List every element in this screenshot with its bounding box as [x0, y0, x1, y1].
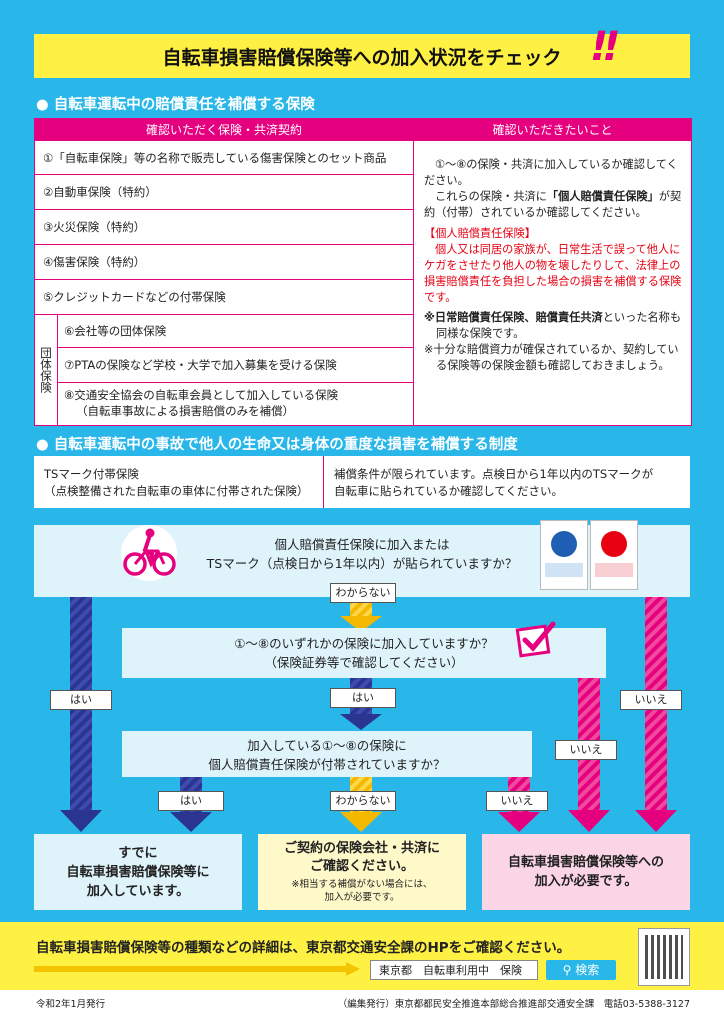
group-insurance-label: 団体保険: [35, 314, 58, 425]
footer-arrow-icon: [34, 962, 360, 976]
note-4: ※十分な賠償資力が確保されているか、契約している保険等の保険金額も確認しておきま…: [424, 343, 679, 372]
col1-header: 確認いただく保険・共済契約: [35, 119, 413, 141]
publisher: （編集発行）東京都都民安全推進本部総合推進部交通安全課 電話03-5388-31…: [337, 999, 690, 1010]
table-row: ⑤クレジットカードなどの付帯保険: [35, 280, 413, 315]
table-row: ⑦PTAの保険など学校・大学で加入募集を受ける保険: [58, 348, 413, 383]
table-row: ⑧交通安全協会の自転車会員として加入している保険 （自転車事故による損害賠償のみ…: [64, 388, 339, 418]
search-button[interactable]: ⚲ 検索: [546, 960, 616, 980]
ts-left-line1: TSマーク付帯保険: [44, 467, 139, 481]
note-2: これらの保険・共済に「個人賠償責任保険」が契約（付帯）されているか確認してくださ…: [424, 190, 682, 219]
section2-heading: ● 自転車運転中の事故で他人の生命又は身体の重度な損害を補償する制度: [36, 437, 518, 453]
note-1: ①～⑧の保険・共済に加入しているか確認してください。: [424, 158, 678, 187]
table-row: ③火災保険（特約）: [35, 210, 413, 245]
ts-mark-red-icon: [590, 520, 638, 590]
result-must-enroll: 自転車損害賠償保険等への 加入が必要です。: [482, 834, 690, 910]
col2-header: 確認いただきたいこと: [414, 119, 691, 141]
search-icon: ⚲: [562, 963, 572, 977]
definition-heading: 【個人賠償責任保険】: [424, 227, 536, 240]
result-confirm-with-insurer: ご契約の保険会社・共済に ご確認ください。 ※相当する補償がない場合には、 加入…: [258, 834, 466, 910]
table-row: ②自動車保険（特約）: [35, 175, 413, 210]
no-label-2: いいえ: [555, 740, 617, 760]
bicycle-icon: [121, 525, 177, 581]
yes-label-1: はい: [50, 690, 112, 710]
ts-mark-row: TSマーク付帯保険 （点検整備された自転車の車体に付帯された保険） 補償条件が限…: [34, 456, 690, 508]
footer-banner: 自転車損害賠償保険等の種類などの詳細は、東京都交通安全課のHPをご確認ください。…: [0, 922, 724, 990]
ts-left-line2: （点検整備された自転車の車体に付帯された保険）: [44, 484, 309, 498]
search-input[interactable]: 東京都 自転車利用中 保険: [370, 960, 538, 980]
unknown-label-3: わからない: [330, 791, 396, 811]
insurance-table: 確認いただく保険・共済契約 ①「自転車保険」等の名称で販売している傷害保険とのセ…: [34, 118, 692, 426]
no-label-3: いいえ: [486, 791, 548, 811]
result-already-insured: すでに 自転車損害賠償保険等に 加入しています。: [34, 834, 242, 910]
question-3: 加入している①～⑧の保険に 個人賠償責任保険が付帯されていますか？: [122, 731, 532, 777]
yes-label-3: はい: [158, 791, 224, 811]
footer-text: 自転車損害賠償保険等の種類などの詳細は、東京都交通安全課のHPをご確認ください。: [36, 940, 571, 956]
unknown-label-1: わからない: [330, 583, 396, 603]
ts-right-line2: 自転車に貼られているか確認してください。: [334, 484, 563, 498]
ts-mark-blue-icon: [540, 520, 588, 590]
qr-code-icon: [638, 928, 690, 986]
table-row: ①「自転車保険」等の名称で販売している傷害保険とのセット商品: [35, 141, 413, 175]
table-row: ⑥会社等の団体保険: [58, 314, 413, 348]
table-row: ④傷害保険（特約）: [35, 245, 413, 280]
exclamation-marks: !!: [590, 24, 621, 70]
no-label-1: いいえ: [620, 690, 682, 710]
section1-heading: ● 自転車運転中の賠償責任を補償する保険: [36, 97, 315, 113]
issue-date: 令和2年1月発行: [36, 999, 106, 1010]
definition-body: 個人又は同居の家族が、日常生活で誤って他人にケガをさせたり他人の物を壊したりして…: [424, 243, 682, 304]
checkmark-icon: [515, 621, 556, 658]
ts-right-line1: 補償条件が限られています。点検日から1年以内のTSマークが: [334, 467, 654, 481]
yes-label-2: はい: [330, 688, 396, 708]
note-3: ※日常賠償責任保険、賠償責任共済といった名称も同様な保険です。: [424, 311, 682, 340]
page-title: 自転車損害賠償保険等への加入状況をチェック: [34, 34, 690, 78]
